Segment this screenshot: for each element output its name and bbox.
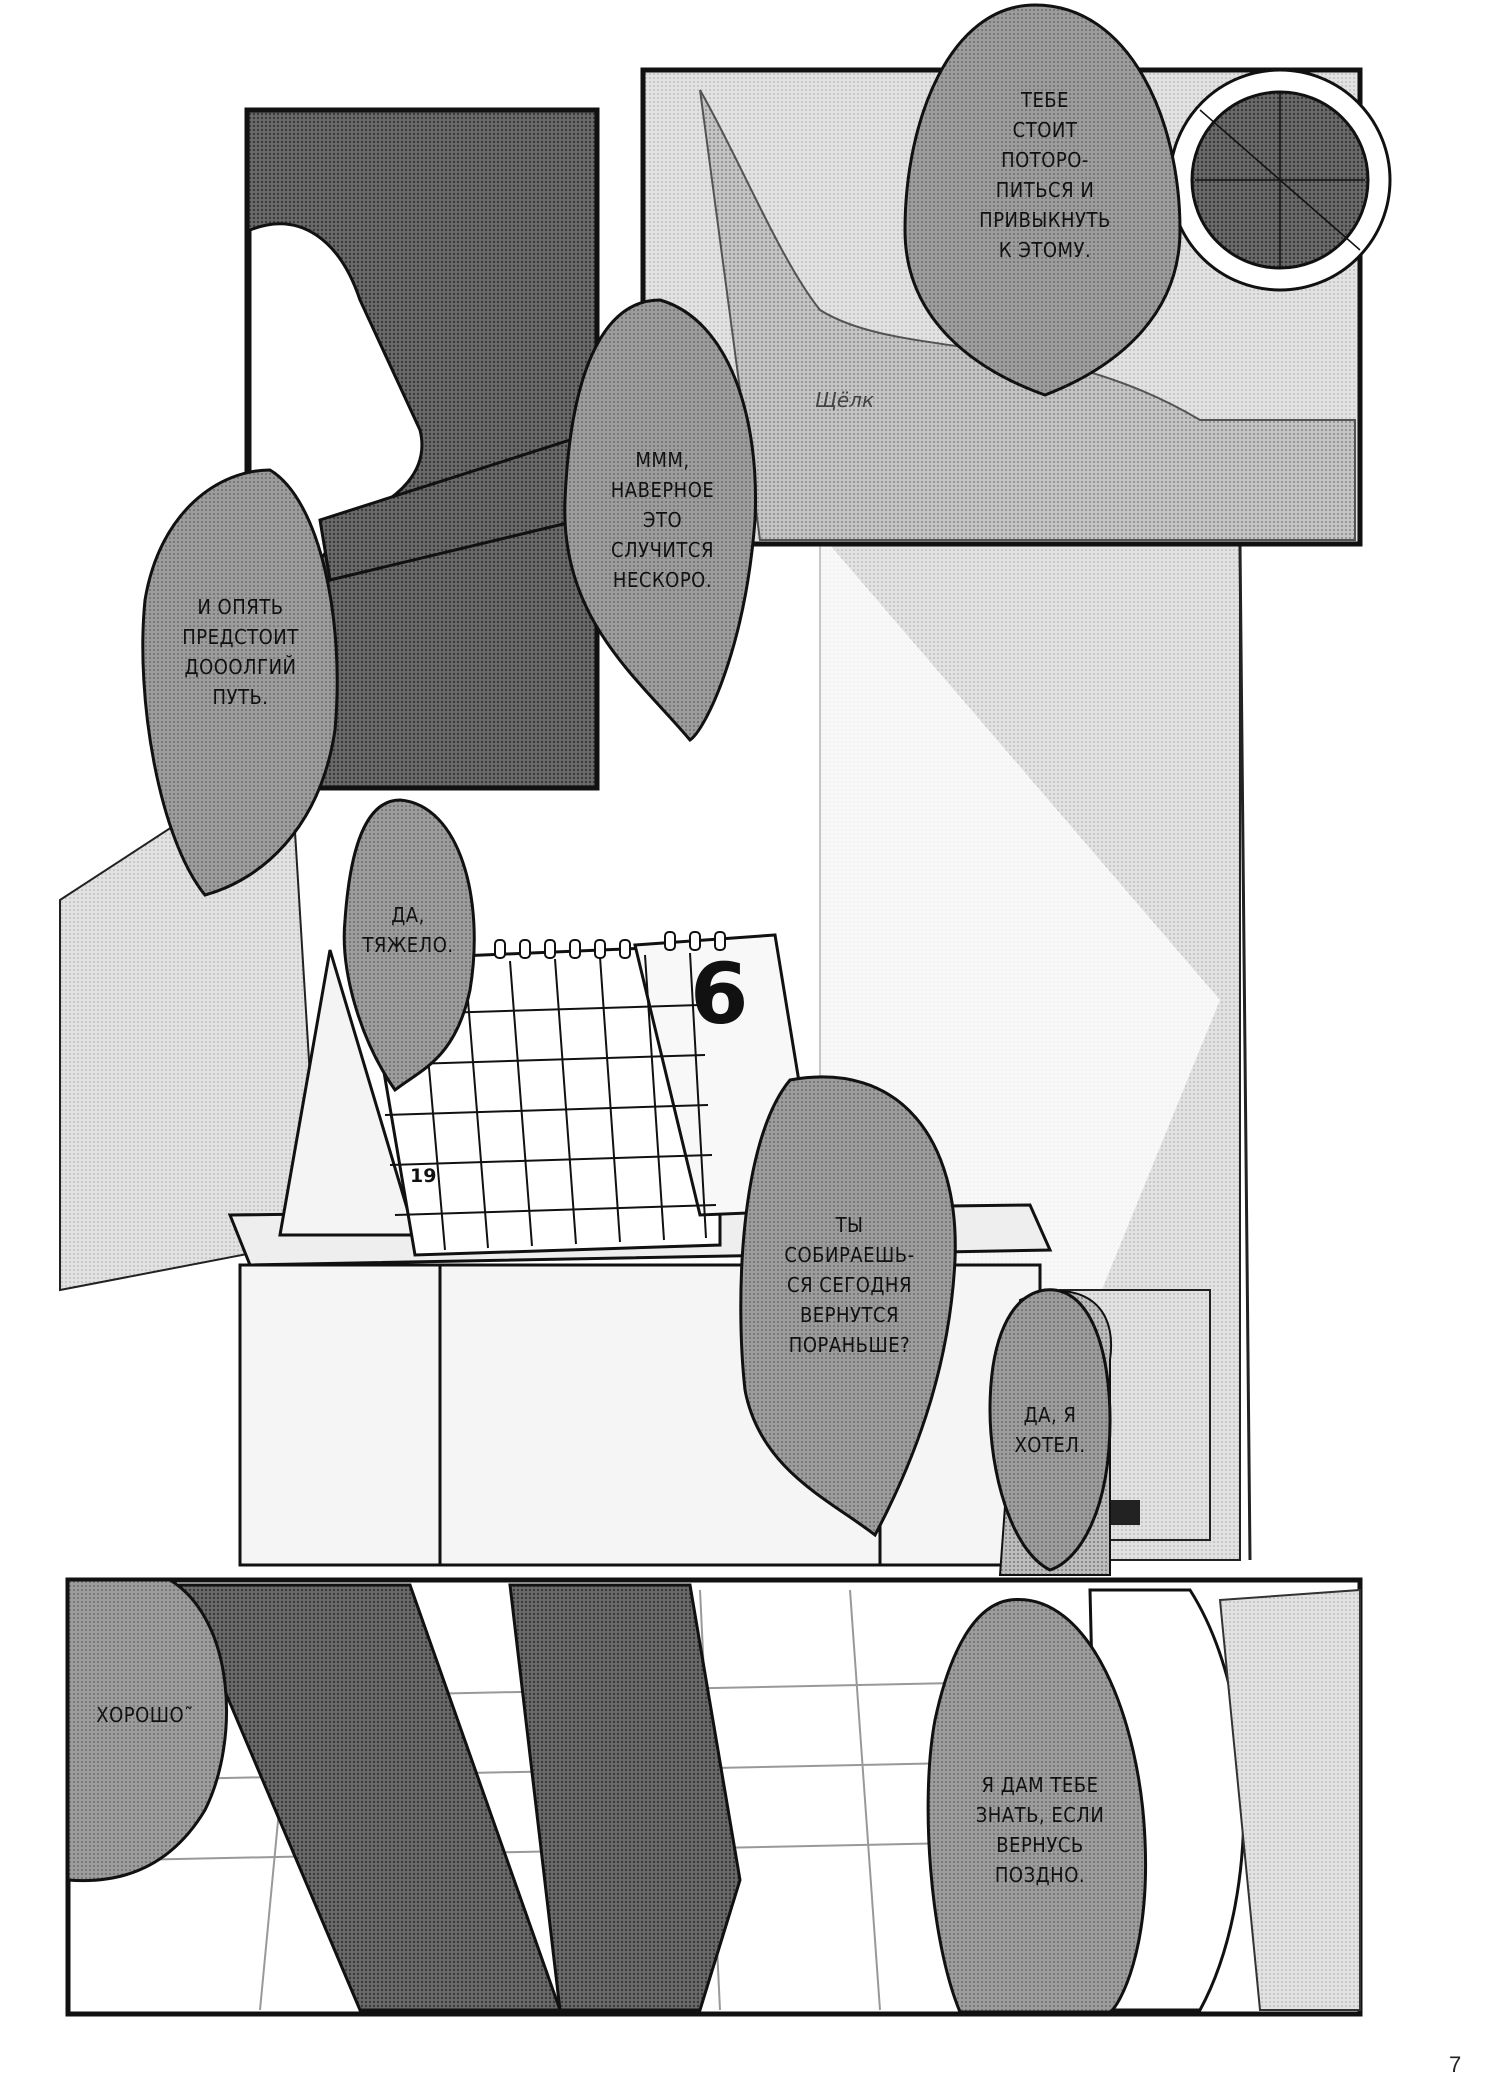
bubble-b4-shape <box>342 798 476 1093</box>
calendar-month: 6 <box>690 945 749 1043</box>
calendar-date: 19 <box>410 1165 437 1187</box>
panel-legs <box>65 1577 1363 2017</box>
bubble-b6-shape <box>988 1288 1112 1572</box>
bubble-b8-shape <box>926 1598 1148 2014</box>
bubble-b2-text: МММ, НАВЕРНОЕ ЭТО СЛУЧИТСЯ НЕСКОРО. <box>610 448 715 592</box>
bubble-b3-shape <box>141 468 339 897</box>
bubble-b3-text: И ОПЯТЬ ПРЕДСТОИТ ДОООЛГИЙ ПУТЬ. <box>182 595 299 709</box>
bubble-b4-text: ДА, ТЯЖЕЛО. <box>362 903 454 957</box>
bubble-b7-shape <box>66 1578 228 1883</box>
bubble-b7-text: ХОРОШО˜ <box>96 1703 194 1727</box>
bubble-b5-shape <box>739 1075 957 1538</box>
bubble-b6-text: ДА, Я ХОТЕЛ. <box>1014 1403 1086 1457</box>
bubble-b1-text: ТЕБЕ СТОИТ ПОТОРО- ПИТЬСЯ И ПРИВЫКНУТЬ К… <box>979 88 1111 262</box>
speech-bubbles <box>66 3 1182 2014</box>
bubble-b1-shape <box>903 3 1182 397</box>
sound-effect-click: Щёлк <box>815 388 875 412</box>
page-number: 7 <box>1449 2052 1462 2077</box>
bubble-b8-text: Я ДАМ ТЕБЕ ЗНАТЬ, ЕСЛИ ВЕРНУСЬ ПОЗДНО. <box>975 1773 1105 1887</box>
bubble-b2-shape <box>563 298 758 742</box>
bubble-b5-text: ТЫ СОБИРАЕШЬ- СЯ СЕГОДНЯ ВЕРНУТСЯ ПОРАНЬ… <box>784 1213 915 1357</box>
